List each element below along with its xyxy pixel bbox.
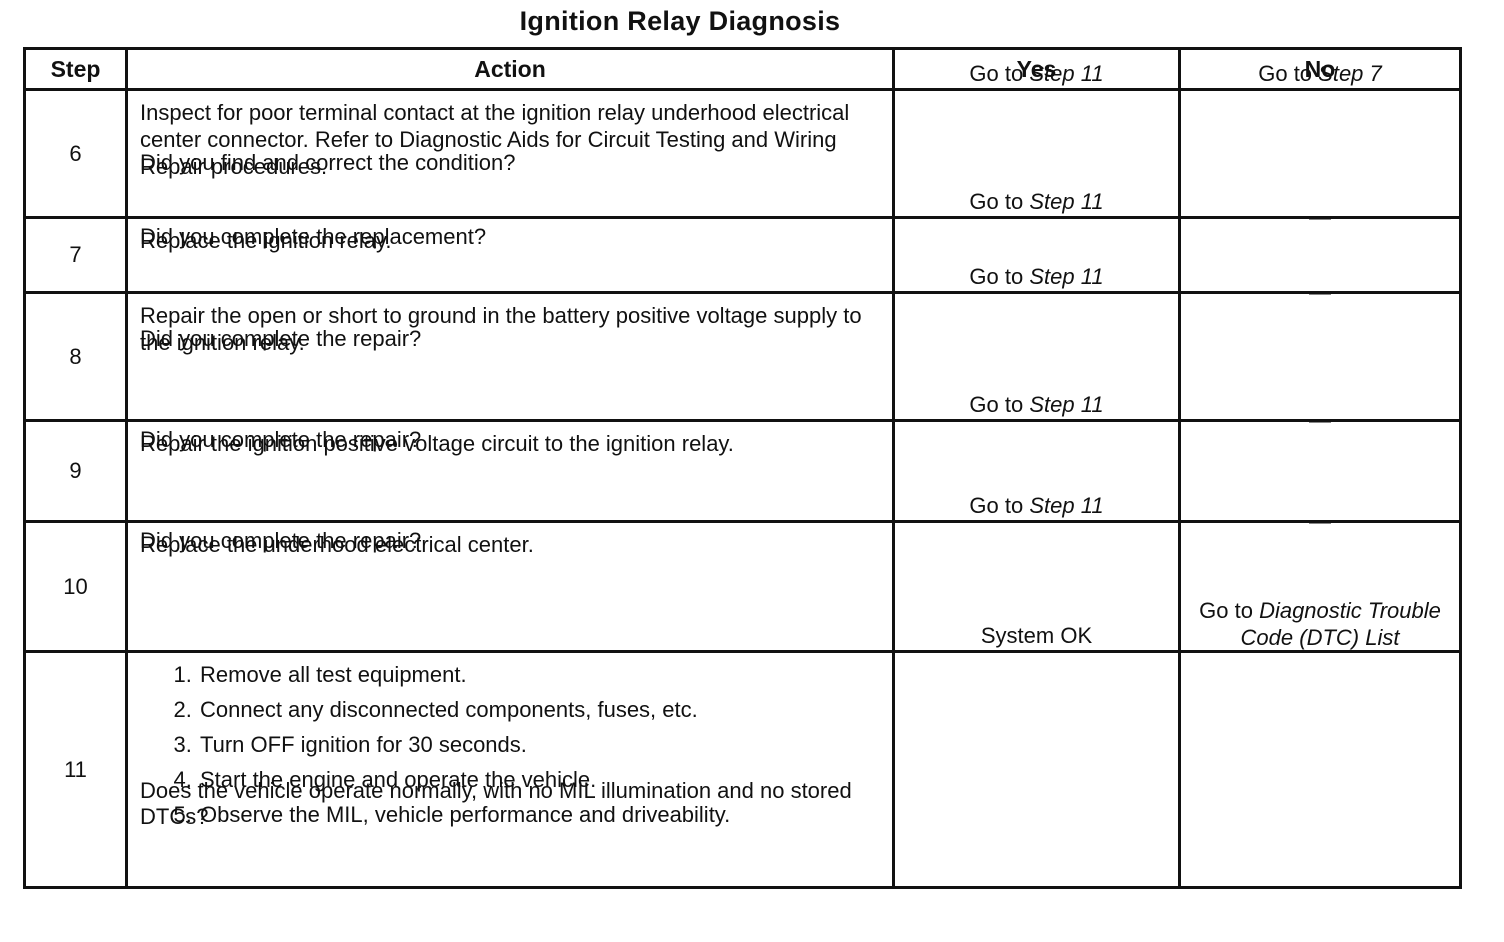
- action-text: Inspect for poor terminal contact at the…: [140, 100, 850, 179]
- yes-cell: Go to Step 11: [892, 264, 1181, 422]
- no-answer-dash: —: [1309, 279, 1331, 305]
- action-cell: Inspect for poor terminal contact at the…: [125, 88, 895, 219]
- action-cell: Repair the open or short to ground in th…: [125, 291, 895, 422]
- question-text: Did you find and correct the condition?: [140, 150, 516, 175]
- procedure-list: Remove all test equipment. Connect any d…: [140, 657, 882, 832]
- yes-cell: System OK: [892, 623, 1181, 889]
- list-item: Start the engine and operate the vehicle…: [198, 762, 882, 797]
- step-number: 11: [23, 650, 128, 889]
- question-text: Does the vehicle operate normally, with …: [140, 778, 852, 829]
- list-item: Observe the MIL, vehicle performance and…: [198, 797, 882, 832]
- step-number: 10: [23, 520, 128, 653]
- yes-cell: Go to Step 11: [892, 61, 1181, 219]
- table-row: 8 Repair the open or short to ground in …: [23, 264, 1462, 422]
- table-row: 10 Replace the underhood electrical cent…: [23, 493, 1462, 653]
- yes-cell: Go to Step 11: [892, 392, 1181, 523]
- yes-answer: Go to Step 11: [969, 392, 1104, 417]
- header-action: Action: [125, 47, 895, 91]
- action-text: Repair the open or short to ground in th…: [140, 303, 862, 355]
- header-row: Step Action Yes No: [23, 47, 1462, 91]
- no-answer-dash: —: [1309, 508, 1331, 534]
- no-cell: —: [1178, 408, 1462, 523]
- no-answer-dash: —: [1309, 204, 1331, 230]
- question-text: Did you complete the repair?: [140, 427, 422, 452]
- list-item: Remove all test equipment.: [198, 657, 882, 692]
- header-yes: Yes: [892, 47, 1181, 91]
- no-cell: Go to Step 7: [1178, 61, 1462, 219]
- yes-cell: Go to Step 11: [892, 189, 1181, 294]
- no-cell: —: [1178, 280, 1462, 422]
- action-text: Replace the underhood electrical center.: [140, 532, 534, 557]
- no-answer-dash: —: [1309, 407, 1331, 433]
- no-answer: Go to Step 7: [1258, 61, 1382, 86]
- yes-answer: System OK: [980, 623, 1093, 648]
- question-text: Did you complete the replacement?: [140, 224, 487, 249]
- table-row: 7 Replace the ignition relay. Did you co…: [23, 189, 1462, 294]
- action-text: Repair the ignition positive voltage cir…: [140, 431, 734, 456]
- no-cell: —: [1178, 509, 1462, 653]
- action-cell: Remove all test equipment. Connect any d…: [125, 650, 895, 889]
- question-text: Did you complete the repair?: [140, 528, 422, 553]
- step-number: 6: [23, 88, 128, 219]
- question-text: Did you complete the repair?: [140, 326, 422, 351]
- no-cell: —: [1178, 205, 1462, 294]
- action-text: Replace the ignition relay.: [140, 228, 392, 253]
- page-title: Ignition Relay Diagnosis: [519, 6, 841, 36]
- no-cell: Go to Diagnostic Trouble Code (DTC) List: [1178, 598, 1462, 889]
- yes-cell: Go to Step 11: [892, 493, 1181, 653]
- header-step: Step: [23, 47, 128, 91]
- yes-answer: Go to Step 11: [969, 189, 1104, 214]
- header-no: No: [1178, 47, 1462, 91]
- table-row: 9 Repair the ignition positive voltage c…: [23, 392, 1462, 523]
- step-number: 7: [23, 216, 128, 294]
- yes-answer: Go to Step 11: [969, 493, 1104, 518]
- step-number: 9: [23, 419, 128, 523]
- yes-answer: Go to Step 11: [969, 61, 1104, 86]
- action-cell: Replace the underhood electrical center.…: [125, 520, 895, 653]
- no-answer: Go to Diagnostic Trouble Code (DTC) List: [1199, 598, 1441, 650]
- step-number: 8: [23, 291, 128, 422]
- list-item: Turn OFF ignition for 30 seconds.: [198, 727, 882, 762]
- yes-answer: Go to Step 11: [969, 264, 1104, 289]
- action-cell: Replace the ignition relay. Did you comp…: [125, 216, 895, 294]
- diagnosis-table: Step Action Yes No 6 Inspect for poor te…: [23, 47, 1462, 889]
- table-row: 6 Inspect for poor terminal contact at t…: [23, 61, 1462, 219]
- table-row: 11 Remove all test equipment. Connect an…: [23, 598, 1462, 889]
- action-cell: Repair the ignition positive voltage cir…: [125, 419, 895, 523]
- list-item: Connect any disconnected components, fus…: [198, 692, 882, 727]
